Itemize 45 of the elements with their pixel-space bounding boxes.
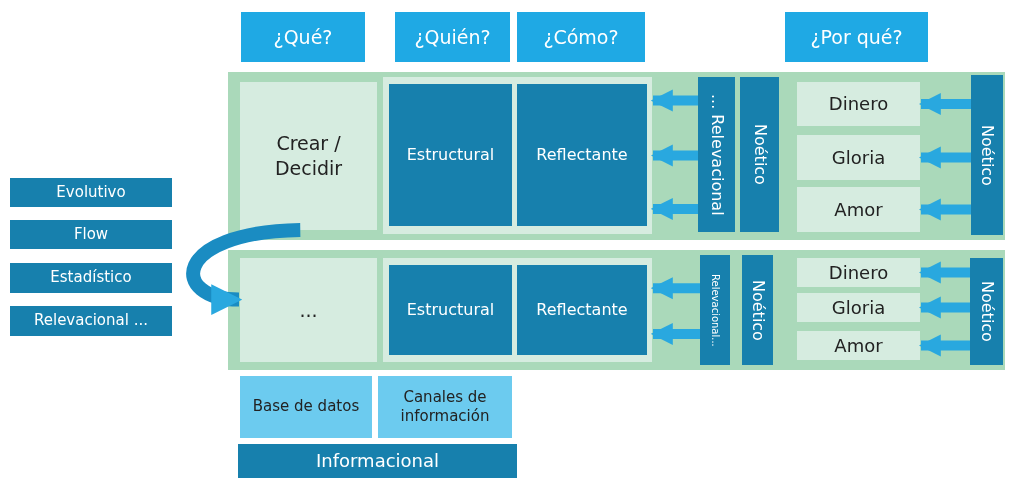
arrow <box>918 296 970 319</box>
motive-box: Gloria <box>797 135 920 180</box>
category-box: Reflectante <box>517 84 647 226</box>
list-box: Estadístico <box>10 263 172 293</box>
arrow <box>650 197 698 220</box>
list-box: Flow <box>10 220 172 249</box>
row-band <box>228 72 1005 240</box>
base-bar: Informacional <box>238 444 517 478</box>
row-band <box>228 250 1005 370</box>
category-box: Reflectante <box>517 265 647 355</box>
header-box: ¿Cómo? <box>517 12 645 62</box>
vertical-box: Noético <box>971 75 1003 235</box>
arrow <box>186 223 301 313</box>
inner-panel <box>383 258 652 362</box>
step-box: Crear / Decidir <box>240 82 377 230</box>
list-box: Relevacional ... <box>10 306 172 336</box>
category-box: Estructural <box>389 84 512 226</box>
arrow <box>650 144 698 167</box>
vertical-box: ... Relevacional <box>698 77 735 232</box>
source-box: Canales de información <box>378 376 512 438</box>
vertical-box: Relevacional... <box>700 255 730 365</box>
motive-box: Gloria <box>797 293 920 322</box>
arrow <box>918 261 970 284</box>
vertical-box: Noético <box>740 77 779 232</box>
step-box: ... <box>240 258 377 362</box>
source-box: Base de datos <box>240 376 372 438</box>
header-box: ¿Quién? <box>395 12 510 62</box>
arrow <box>650 277 700 300</box>
arrow <box>650 322 700 345</box>
arrow <box>918 93 971 115</box>
vertical-box: Noético <box>742 255 773 365</box>
motive-box: Amor <box>797 187 920 232</box>
motive-box: Dinero <box>797 82 920 126</box>
inner-panel <box>383 77 652 234</box>
motive-box: Amor <box>797 331 920 360</box>
arrow <box>918 198 971 221</box>
arrow <box>650 89 698 112</box>
header-box: ¿Qué? <box>241 12 365 62</box>
vertical-box: Noético <box>970 258 1003 365</box>
list-box: Evolutivo <box>10 178 172 207</box>
motive-box: Dinero <box>797 258 920 287</box>
arrow <box>918 146 971 169</box>
header-box: ¿Por qué? <box>785 12 928 62</box>
arrow <box>918 334 970 357</box>
category-box: Estructural <box>389 265 512 355</box>
